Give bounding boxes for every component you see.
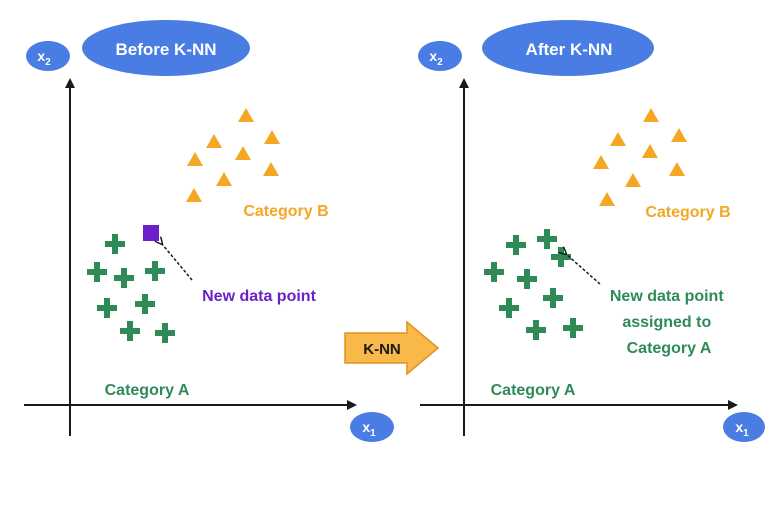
right-x-axis-bubble [723,412,765,442]
right-assigned-line-3: Category A [627,340,712,357]
right-assigned-label: New data point assigned to Category A [610,288,728,357]
left-pointer-arrow [162,244,193,281]
plus-icon [114,268,134,288]
triangle-icon [593,155,609,169]
triangle-icon [263,162,279,176]
left-new-point-label: New data point [202,288,316,305]
left-category-b-label: Category B [243,203,328,220]
triangle-icon [186,188,202,202]
right-title-bubble [482,20,654,76]
right-title: After K-NN [526,40,613,59]
triangle-icon [642,144,658,158]
right-category-a-points [484,229,583,340]
plus-icon [120,321,140,341]
triangle-icon [643,108,659,122]
triangle-icon [187,152,203,166]
knn-transition: K-NN [344,320,440,376]
left-title-bubble [82,20,250,76]
plus-icon [145,261,165,281]
right-y-axis-bubble [418,41,462,71]
plus-icon [517,269,537,289]
right-pointer-arrow [566,254,601,285]
triangle-icon [238,108,254,122]
plus-icon [87,262,107,282]
triangle-icon [264,130,280,144]
plus-icon [155,323,175,343]
triangle-icon [669,162,685,176]
right-y-axis-label: x2 [429,48,443,68]
left-y-axis-bubble [26,41,70,71]
plus-icon [499,298,519,318]
right-category-b-points [593,108,687,206]
plus-icon [484,262,504,282]
left-category-a-points [87,234,175,343]
plus-icon [551,247,571,267]
plus-icon [563,318,583,338]
left-category-b-points [186,108,280,202]
left-category-a-label: Category A [105,382,190,399]
plus-icon [526,320,546,340]
left-y-axis-label: x2 [37,48,51,68]
right-panel: After K-NN x2 x1 Category B [418,20,765,442]
triangle-icon [216,172,232,186]
plus-icon [105,234,125,254]
triangle-icon [610,132,626,146]
triangle-icon [625,173,641,187]
triangle-icon [206,134,222,148]
plus-icon [537,229,557,249]
knn-transition-label: K-NN [363,341,401,358]
plus-icon [97,298,117,318]
right-x-axis-label: x1 [735,419,749,439]
right-category-a-label: Category A [491,382,576,399]
triangle-icon [235,146,251,160]
plus-icon [135,294,155,314]
plus-icon [506,235,526,255]
square-icon [143,225,159,241]
triangle-icon [671,128,687,142]
triangle-icon [599,192,615,206]
right-category-b-label: Category B [645,204,730,221]
left-x-axis-bubble [350,412,394,442]
left-title: Before K-NN [115,40,216,59]
left-x-axis-label: x1 [362,419,376,439]
right-assigned-line-1: New data point [610,288,724,305]
plus-icon [543,288,563,308]
left-panel: Before K-NN x2 x1 Category B New data po… [24,20,394,442]
right-arrow-icon [344,320,440,376]
right-assigned-line-2: assigned to [622,314,711,331]
